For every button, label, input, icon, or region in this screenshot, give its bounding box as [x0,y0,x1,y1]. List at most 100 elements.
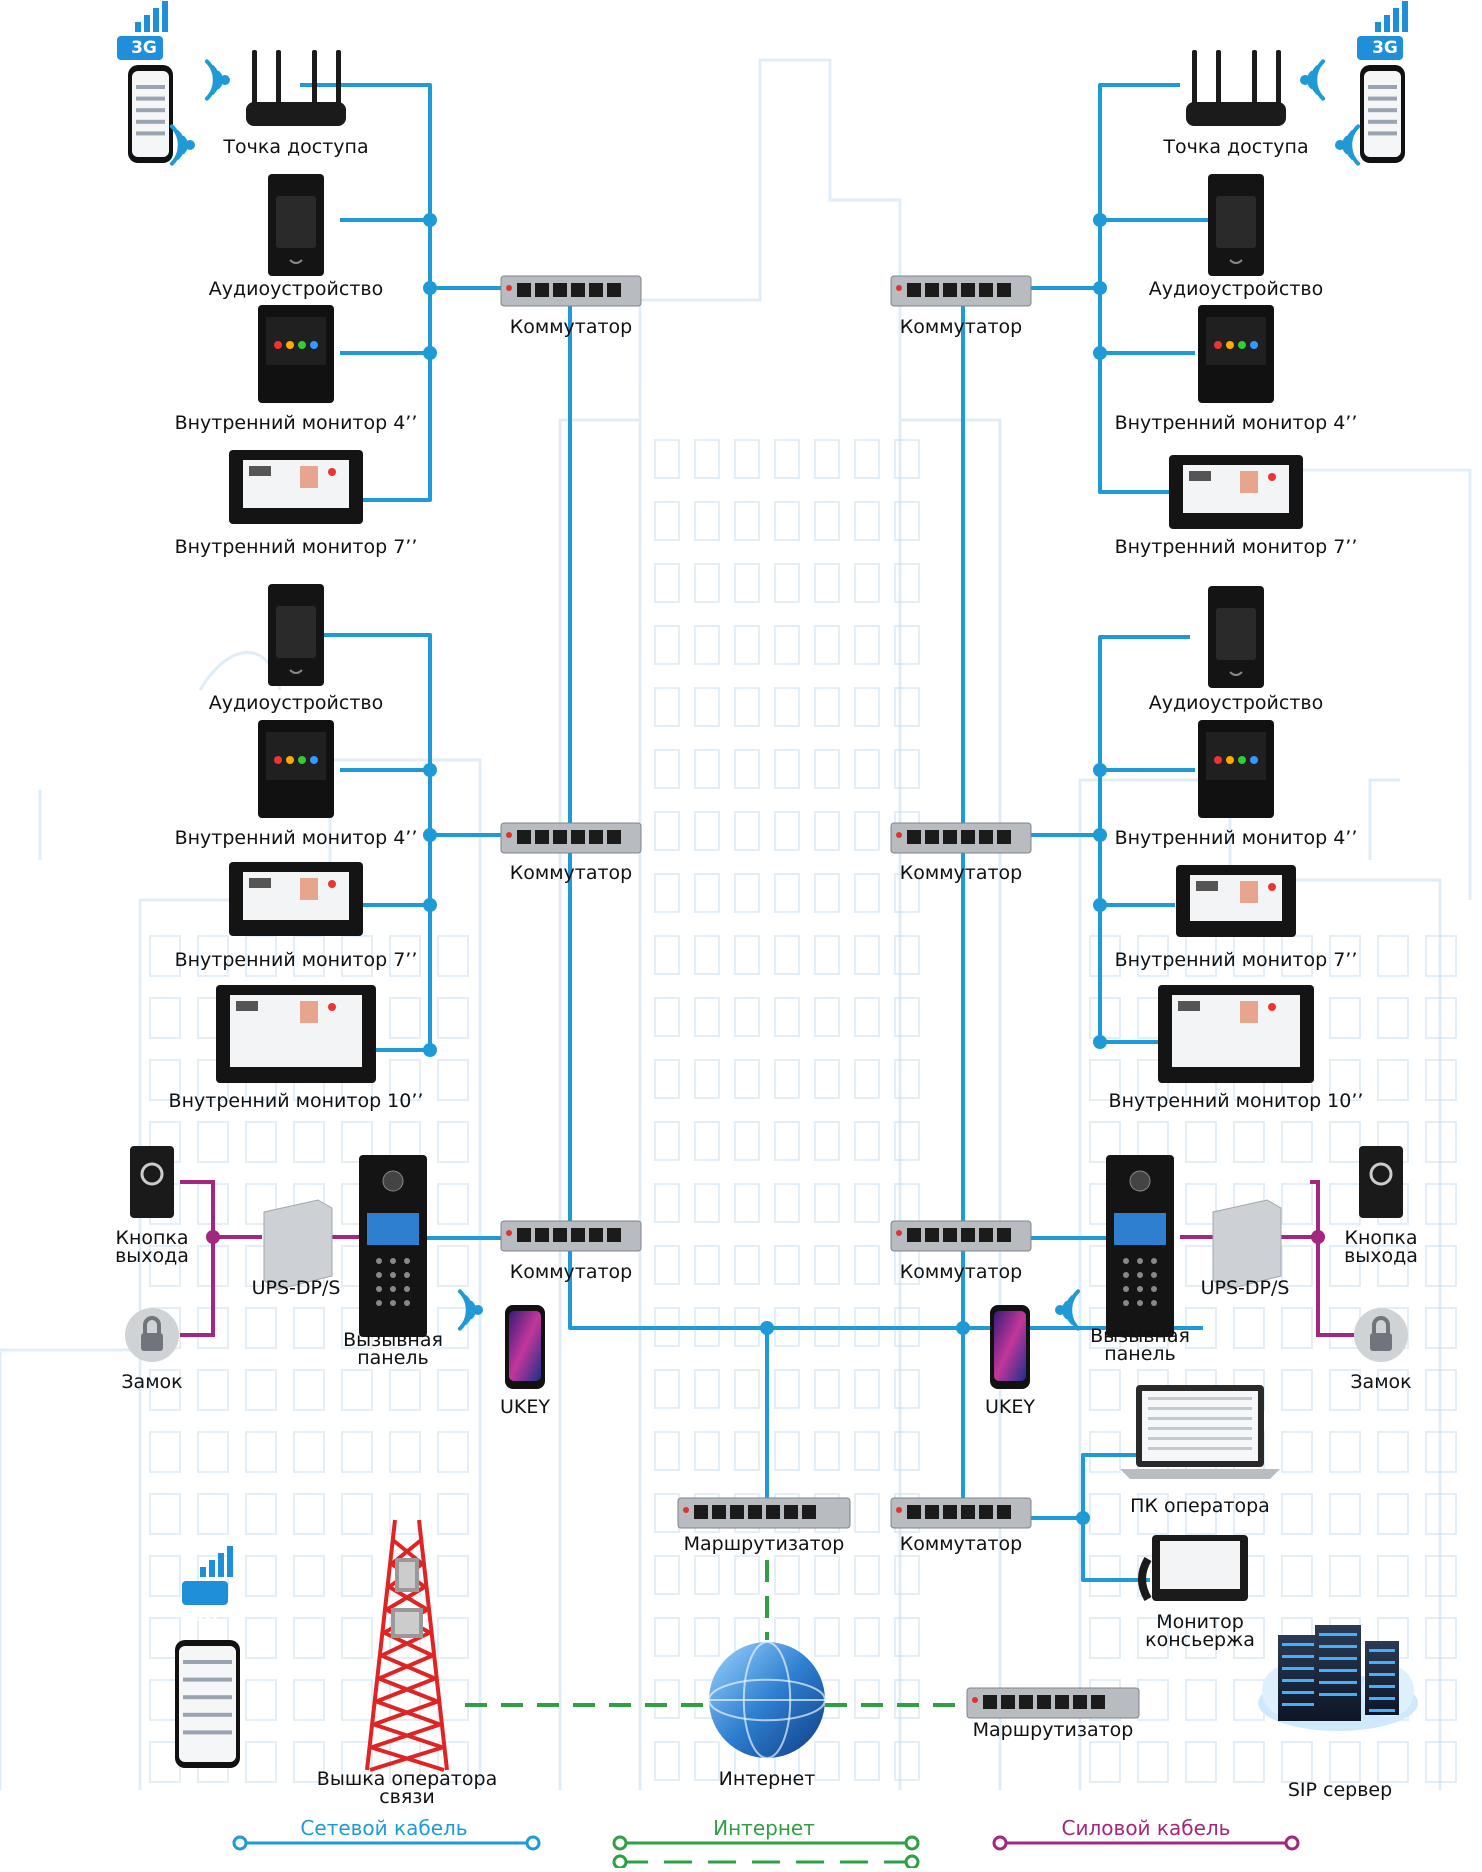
lock-icon [1354,1308,1408,1362]
exit-button-icon [130,1146,174,1218]
smartphone-icon [175,1640,240,1768]
label-concierge-2: консьержа [1145,1630,1255,1650]
legend-power-label: Силовой кабель [1062,1816,1231,1840]
junction-dot [423,828,437,842]
label-call-panel-right-2: панель [1104,1344,1176,1364]
signal-icon [182,1546,233,1605]
label-access-point-left: Точка доступа [223,137,368,157]
label-audio-l1: Аудиоустройство [209,279,383,299]
server-icon [1258,1625,1418,1731]
router-icon [1186,50,1286,126]
monitor-7-icon [1158,985,1314,1083]
router-device-top [678,1498,850,1528]
label-ukey-left: UKEY [500,1397,550,1417]
label-monitor4-r1: Внутренний монитор 4’’ [1115,413,1358,433]
ukey-phone-icon [505,1305,545,1389]
badge-3g-bottom-left: 3G [192,1606,218,1626]
legend-network-label: Сетевой кабель [300,1816,467,1840]
label-monitor10-r: Внутренний монитор 10’’ [1109,1091,1364,1111]
label-internet: Интернет [719,1769,816,1789]
monitor-7-icon [1169,455,1303,529]
label-router-top: Маршрутизатор [684,1534,845,1554]
junction-dot [423,213,437,227]
label-monitor4-l1: Внутренний монитор 4’’ [175,413,418,433]
wifi-icon [1302,61,1323,98]
junction-dot [1093,763,1107,777]
smartphone-icon [128,65,173,163]
monitor-7-icon [229,862,363,936]
label-audio-l2: Аудиоустройство [209,693,383,713]
label-switch-r1: Коммутатор [900,317,1023,337]
junction-dot [423,898,437,912]
smartphone-icon [1360,65,1405,163]
lock-icon [125,1308,179,1362]
router-icon [246,50,346,126]
label-monitor4-l2: Внутренний монитор 4’’ [175,828,418,848]
switch-icon [891,823,1031,853]
cell-tower-icon [367,1520,447,1770]
label-exit-button-left-2: выхода [115,1246,189,1266]
switch-icon [501,276,641,306]
wifi-icon [207,61,228,98]
label-switch-r2: Коммутатор [900,863,1023,883]
junction-dot [1076,1511,1090,1525]
monitor-7-icon [229,450,363,524]
junction-dot [760,1321,774,1335]
junction-dot [1093,281,1107,295]
monitor-4-icon [1198,720,1274,818]
concierge-monitor-icon [1142,1535,1248,1601]
label-ukey-right: UKEY [985,1397,1035,1417]
monitor-4-icon [258,305,334,403]
call-panel-icon [1106,1155,1174,1337]
junction-dot [423,281,437,295]
label-monitor7-r1: Внутренний монитор 7’’ [1115,537,1358,557]
junction-dot [423,1043,437,1057]
junction-dot [1093,828,1107,842]
label-monitor4-r2: Внутренний монитор 4’’ [1115,828,1358,848]
switch-icon [891,1498,1031,1528]
power-cables [180,1182,1360,1335]
label-lock-right: Замок [1350,1372,1411,1392]
label-exit-button-right-2: выхода [1344,1246,1418,1266]
label-switch-bottom: Коммутатор [900,1534,1023,1554]
label-monitor10-l: Внутренний монитор 10’’ [169,1091,424,1111]
label-monitor7-r2: Внутренний монитор 7’’ [1115,950,1358,970]
label-audio-r2: Аудиоустройство [1149,693,1323,713]
badge-3g-top-left: 3G [131,38,157,58]
ukey-phone-icon [990,1305,1030,1389]
label-ups-left: UPS-DP/S [252,1278,341,1298]
label-monitor7-l1: Внутренний монитор 7’’ [175,537,418,557]
label-switch-l2: Коммутатор [510,863,633,883]
label-router-bottom: Маршрутизатор [973,1720,1134,1740]
exit-button-icon [1359,1146,1403,1218]
label-sip-server: SIP сервер [1288,1780,1392,1800]
junction-dot [423,763,437,777]
legend [234,1837,1298,1868]
label-tower-2: связи [379,1787,435,1807]
router-device-bottom [967,1688,1139,1718]
wifi-icon [172,126,193,163]
label-operator-pc: ПК оператора [1130,1496,1270,1516]
audio-device-icon [1208,586,1264,688]
audio-device-icon [268,584,324,686]
audio-device-icon [268,174,324,276]
label-switch-l1: Коммутатор [510,317,633,337]
label-switch-l3: Коммутатор [510,1262,633,1282]
label-access-point-right: Точка доступа [1163,137,1308,157]
switch-icon [501,823,641,853]
monitor-7-icon [1176,865,1296,937]
audio-device-icon [1208,174,1264,276]
label-monitor7-l2: Внутренний монитор 7’’ [175,950,418,970]
label-call-panel-left-2: панель [357,1348,429,1368]
monitor-4-icon [1198,305,1274,403]
badge-3g-top-right: 3G [1372,38,1398,58]
junction-dot [423,346,437,360]
switch-icon [891,1221,1031,1251]
junction-dot [1093,898,1107,912]
switch-icon [891,276,1031,306]
label-ups-right: UPS-DP/S [1201,1278,1290,1298]
monitor-7-icon [216,985,376,1083]
label-lock-left: Замок [121,1372,182,1392]
junction-dot [1093,1035,1107,1049]
